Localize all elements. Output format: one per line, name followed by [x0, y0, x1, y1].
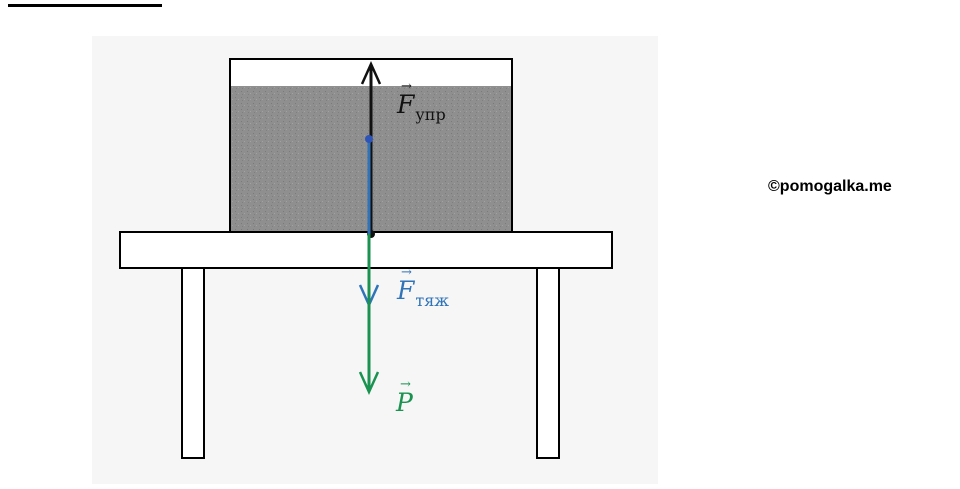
table-leg-right: [536, 267, 560, 459]
elastic-force-symbol: F: [397, 80, 414, 117]
watermark-text: ©pomogalka.me: [768, 178, 892, 195]
elastic-force-label: Fупр: [397, 80, 446, 124]
weight-force-label: P: [396, 378, 414, 421]
top-rule-line: [8, 4, 162, 7]
gravity-force-subscript: тяж: [415, 291, 450, 310]
elastic-force-arrowhead: [360, 60, 382, 85]
weight-force-symbol: P: [396, 378, 413, 415]
table-leg-left: [181, 267, 205, 459]
gravity-force-label: Fтяж: [397, 266, 450, 310]
weight-force-arrowhead: [358, 371, 380, 396]
centre-of-mass-point: [365, 135, 373, 143]
elastic-force-subscript: упр: [415, 105, 446, 124]
gravity-force-symbol: F: [397, 266, 414, 303]
table-top: [119, 231, 613, 269]
